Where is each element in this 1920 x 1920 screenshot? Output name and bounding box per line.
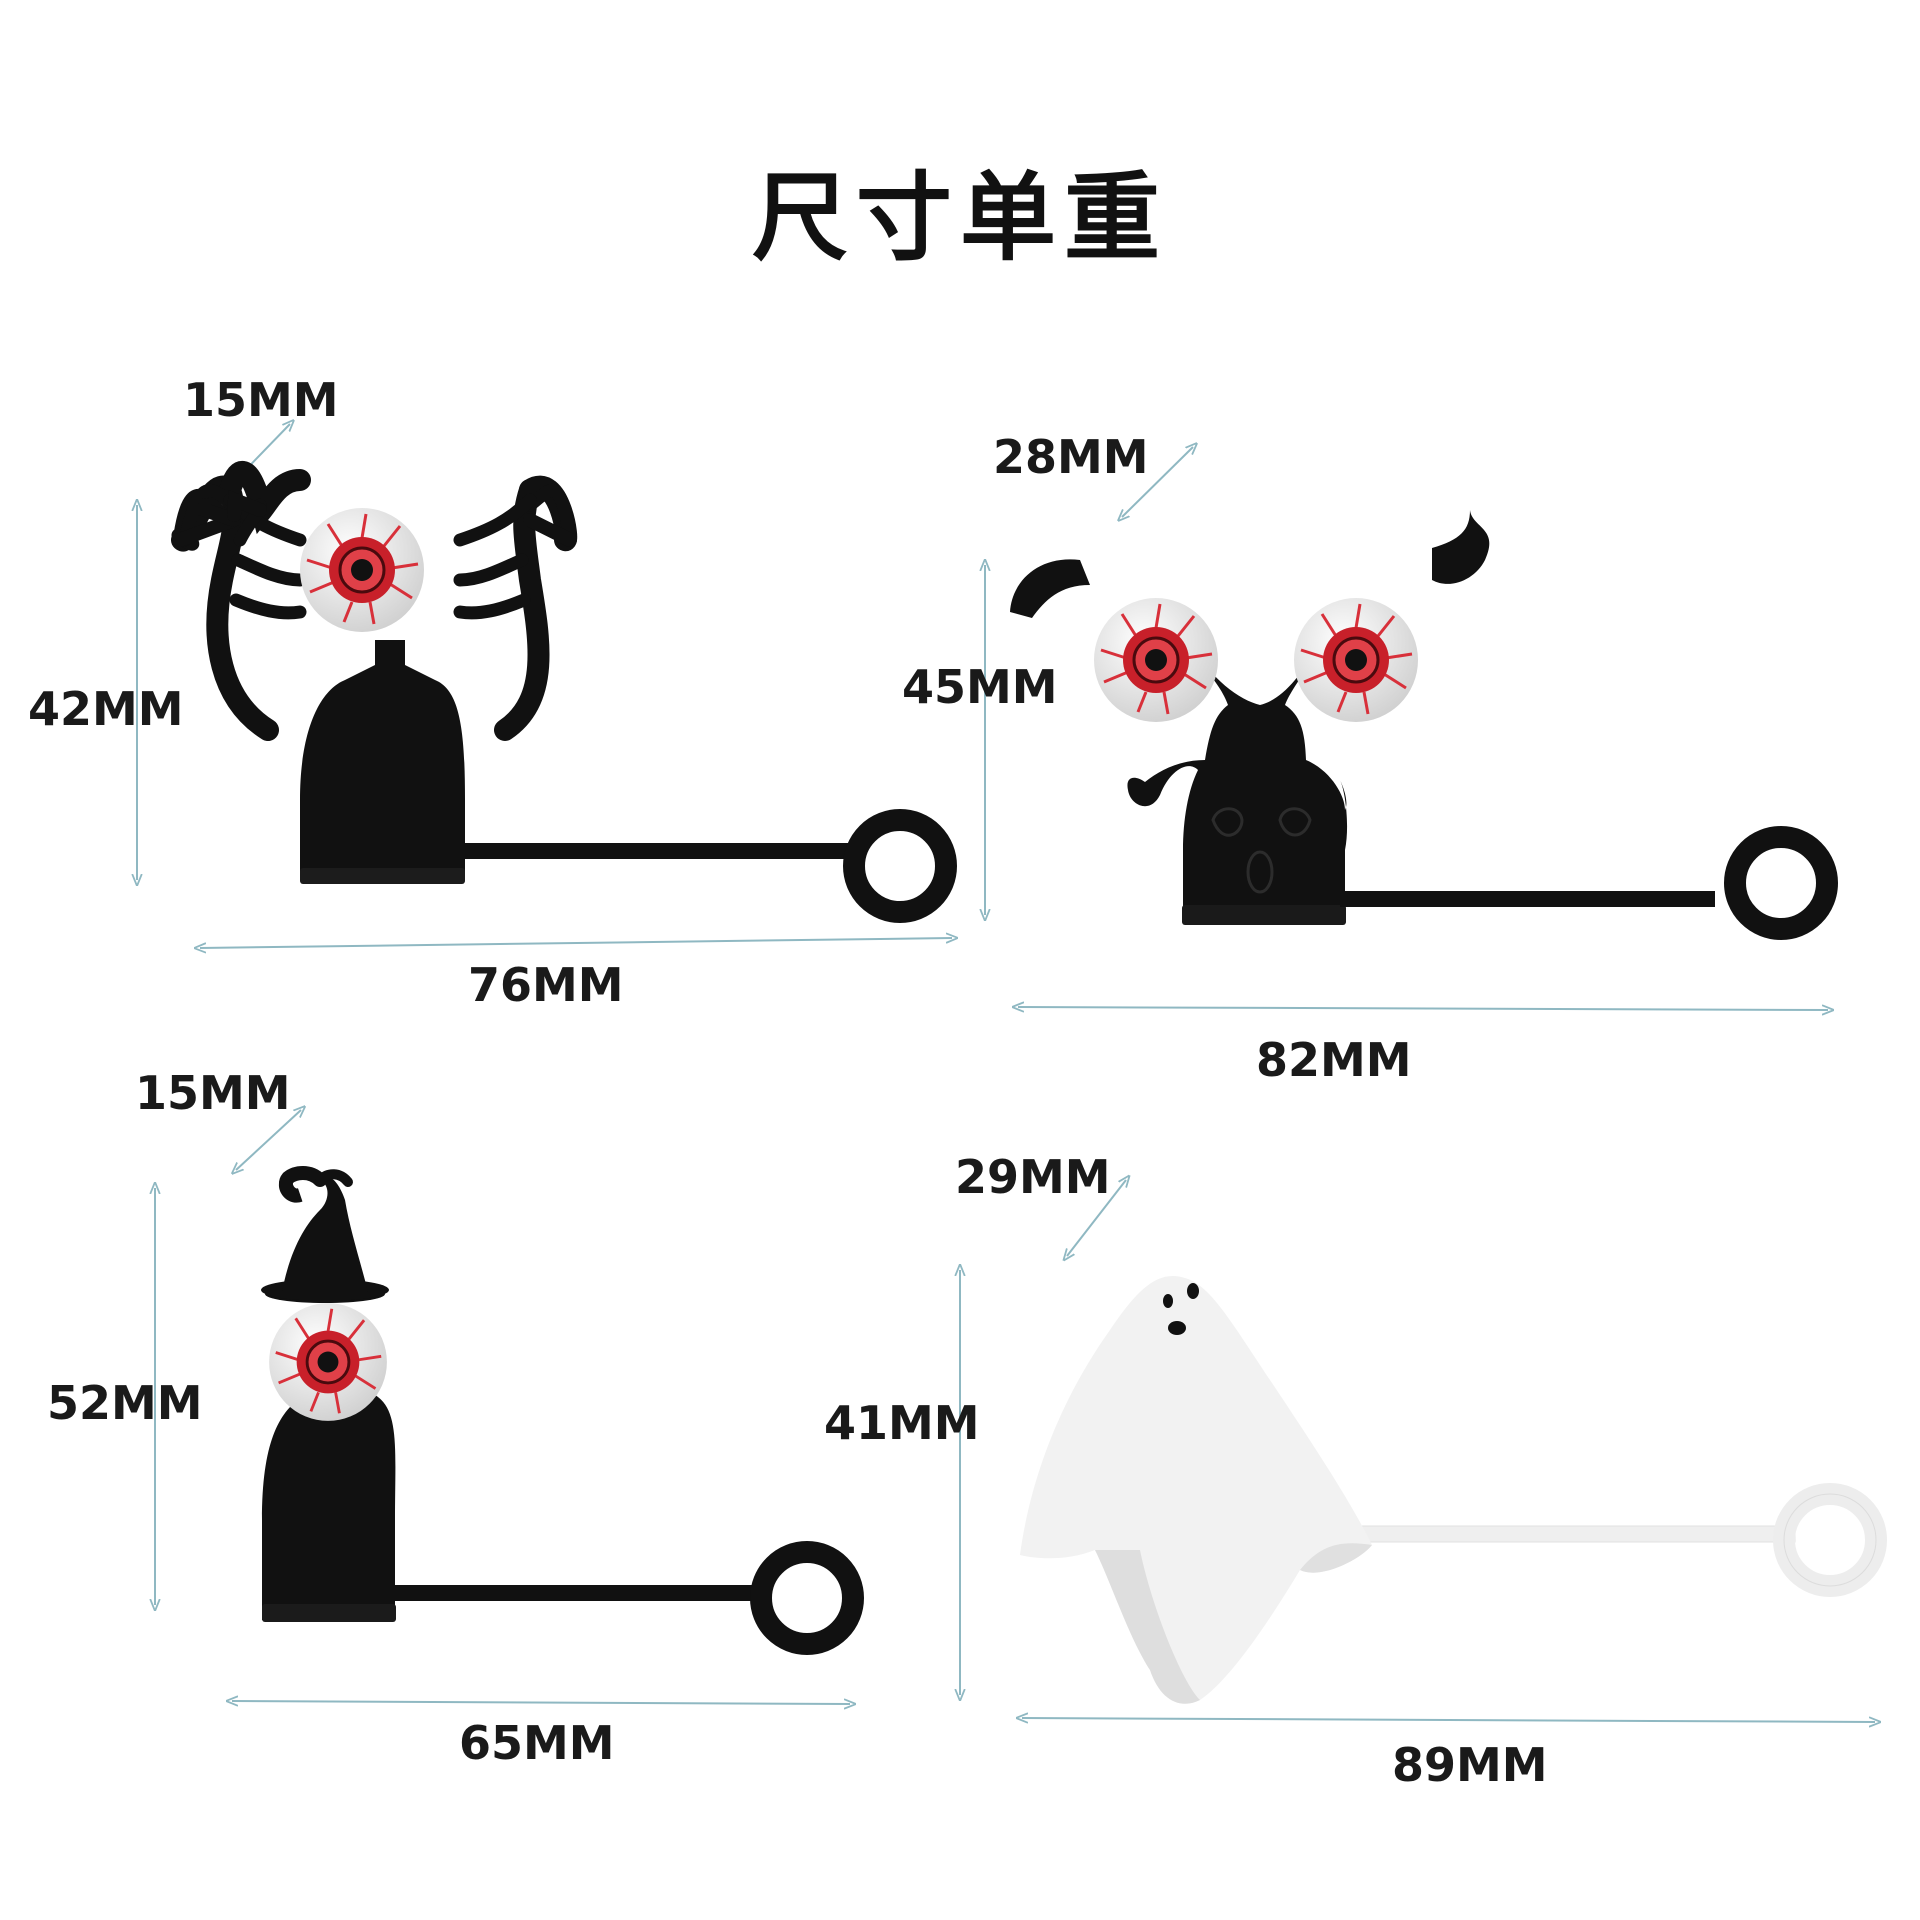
page-title: 尺寸单重: [752, 162, 1168, 274]
product-4-depth-label: 29MM: [955, 1150, 1111, 1204]
product-4-illustration: [960, 1180, 1887, 1722]
product-3-length-label: 65MM: [459, 1716, 615, 1770]
product-2-illustration: [985, 447, 1838, 1010]
product-4-length-label: 89MM: [1392, 1738, 1548, 1792]
product-2-height-label: 45MM: [902, 660, 1058, 714]
product-2-length-label: 82MM: [1256, 1033, 1412, 1087]
product-1-illustration: [137, 424, 952, 948]
product-3-height-label: 52MM: [47, 1376, 203, 1430]
product-1-depth-label: 15MM: [183, 373, 339, 427]
product-3-illustration: [155, 1110, 864, 1704]
product-4-height-label: 41MM: [824, 1396, 980, 1450]
product-3-depth-label: 15MM: [135, 1066, 291, 1120]
product-1-height-label: 42MM: [28, 682, 184, 736]
product-1-length-label: 76MM: [468, 958, 624, 1012]
product-2-depth-label: 28MM: [993, 430, 1149, 484]
